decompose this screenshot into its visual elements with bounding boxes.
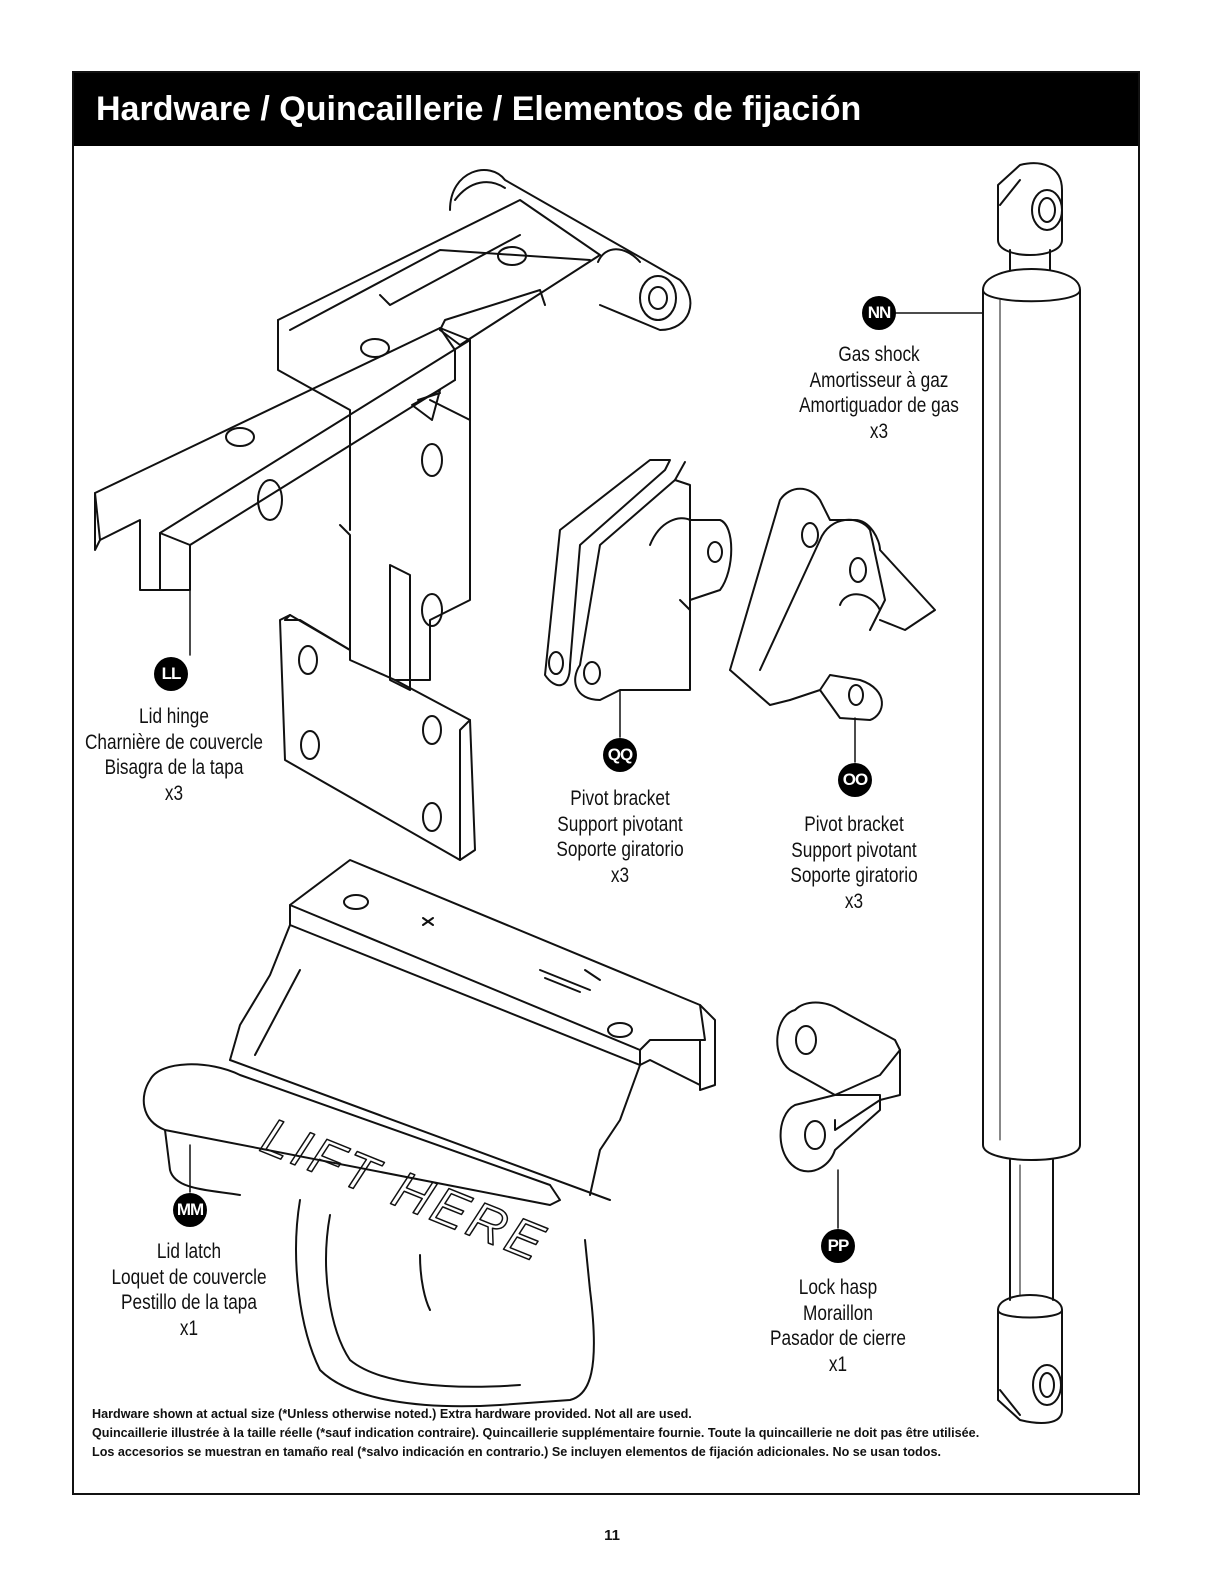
label-lid-latch: Lid latch Loquet de couvercle Pestillo d… [82,1239,295,1341]
label-pivot-bracket-qq: Pivot bracket Support pivotant Soporte g… [522,786,719,888]
pivot-bracket-oo-drawing [729,487,936,763]
label-qty: x3 [869,419,889,443]
badge-nn: NN [862,296,896,330]
label-en: Lid latch [156,1240,222,1263]
label-fr: Charnière de couvercle [84,730,264,754]
hardware-panel: Hardware / Quincaillerie / Elementos de … [72,71,1140,1495]
label-gas-shock: Gas shock Amortisseur à gaz Amortiguador… [772,342,985,444]
badge-oo: OO [838,763,872,797]
lock-hasp-drawing [776,1001,901,1229]
label-fr: Support pivotant [791,838,917,862]
label-es: Pestillo de la tapa [121,1291,257,1314]
label-es: Pasador de cierre [770,1327,906,1350]
label-qty: x3 [610,863,630,887]
label-en: Gas shock [838,343,920,366]
label-en: Pivot bracket [804,813,904,836]
label-fr: Support pivotant [557,812,683,836]
label-fr: Loquet de couvercle [111,1265,267,1289]
label-en: Lock hasp [798,1276,878,1299]
badge-qq: QQ [603,738,637,772]
gas-shock-drawing [895,162,1081,1424]
lid-latch-drawing [142,859,716,1408]
label-fr: Moraillon [803,1301,873,1325]
label-qty: x3 [164,781,184,805]
badge-ll: LL [154,657,188,691]
label-qty: x1 [828,1352,848,1376]
label-lid-hinge: Lid hinge Charnière de couvercle Bisagra… [67,704,280,806]
label-en: Pivot bracket [570,787,670,810]
page-number: 11 [604,1527,620,1544]
label-pivot-bracket-oo: Pivot bracket Support pivotant Soporte g… [756,812,953,914]
label-es: Amortiguador de gas [799,394,959,417]
page-title: Hardware / Quincaillerie / Elementos de … [74,73,1138,146]
label-en: Lid hinge [139,705,209,728]
label-qty: x3 [844,889,864,913]
pivot-bracket-qq-drawing [544,459,733,738]
label-es: Soporte giratorio [790,864,918,887]
label-es: Bisagra de la tapa [104,756,244,779]
lid-hinge-drawing [94,169,692,861]
badge-mm: MM [173,1193,207,1227]
label-fr: Amortisseur à gaz [809,368,949,392]
label-es: Soporte giratorio [556,838,684,861]
badge-pp: PP [821,1229,855,1263]
label-qty: x1 [179,1316,199,1340]
label-lock-hasp: Lock hasp Moraillon Pasador de cierre x1 [740,1275,937,1377]
